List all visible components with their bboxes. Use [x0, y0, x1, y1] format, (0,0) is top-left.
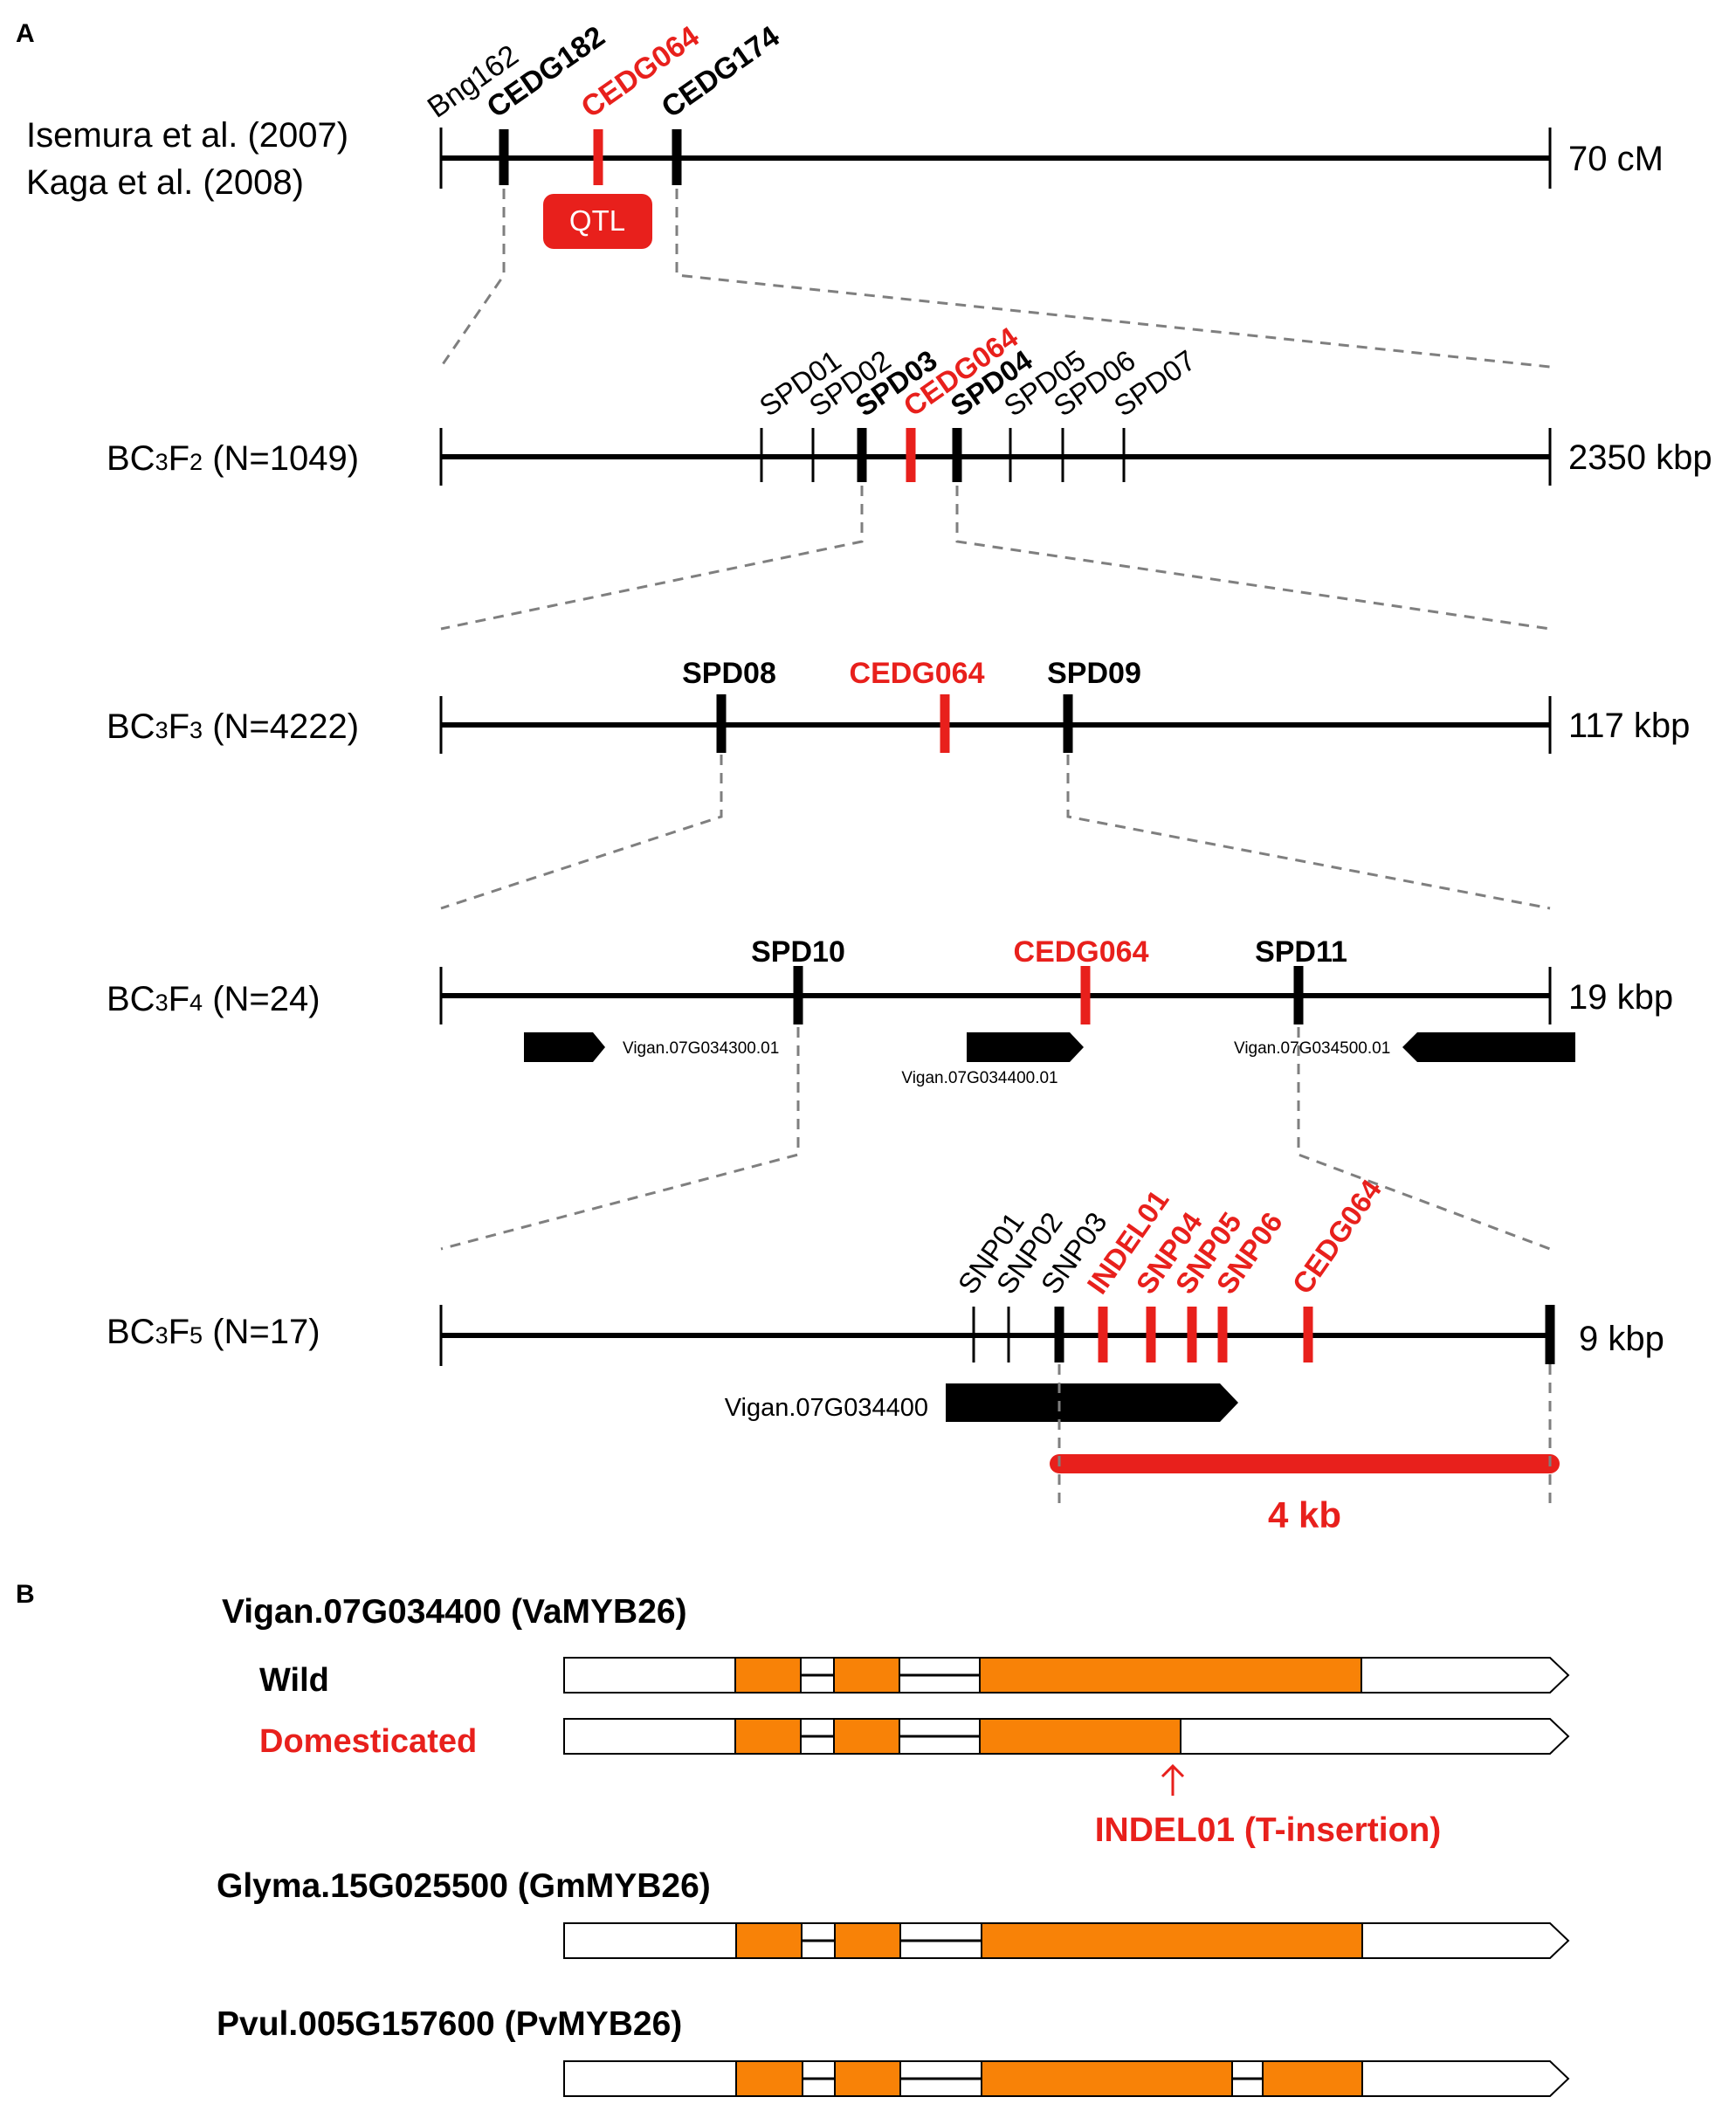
- bc3f4-level: BC3F4 (N=24) 19 kbp SPD10 CEDG064 SPD11 …: [107, 935, 1673, 1087]
- scale-label: 117 kbp: [1568, 707, 1690, 745]
- gene-arrow-vigan-07g034500-01: [1402, 1032, 1575, 1062]
- exon: [979, 1718, 1181, 1755]
- zoom-connector-right-2: [955, 486, 1551, 631]
- exon: [979, 1657, 1362, 1694]
- row-label-wild: Wild: [259, 1662, 329, 1699]
- scale-label: 70 cM: [1568, 140, 1664, 178]
- exon: [735, 1922, 803, 1959]
- exon: [833, 1657, 900, 1694]
- gene-model-gmmyb26: [563, 1922, 1570, 1959]
- exon: [834, 1922, 901, 1959]
- citation-line-2: Kaga et al. (2008): [26, 163, 304, 202]
- genetic-map-level: Isemura et al. (2007) Kaga et al. (2008)…: [26, 19, 1664, 249]
- zoom-connector-left-3: [440, 755, 723, 910]
- population-label: BC3F2 (N=1049): [107, 439, 359, 478]
- marker-label-spd11: SPD11: [1255, 935, 1347, 969]
- zoom-connector-right-1: [675, 189, 1551, 369]
- gene-title-gmmyb26: Glyma.15G025500 (GmMYB26): [217, 1867, 711, 1905]
- zoom-connector-right-4: [1297, 1027, 1551, 1251]
- gene-arrow-vigan-07g034400-01: [967, 1032, 1084, 1062]
- citation-line-1: Isemura et al. (2007): [26, 116, 348, 155]
- marker-label-spd08: SPD08: [682, 657, 776, 690]
- scale-label: 9 kbp: [1579, 1320, 1664, 1358]
- mutation-arrow-head: [1161, 1763, 1185, 1778]
- gene-model-wild: [563, 1657, 1570, 1694]
- marker-label-cedg064: CEDG064: [1014, 935, 1149, 969]
- mutation-arrow: [1161, 1763, 1185, 1796]
- zoom-connector-right-3: [1066, 755, 1551, 910]
- zoom-connector-left-1: [439, 189, 506, 368]
- zoom-connector-left-2: [440, 486, 864, 631]
- bc3f2-level: BC3F2 (N=1049) 2350 kbp SPD01 SPD02 SPD0…: [107, 321, 1712, 486]
- gene-arrow-vigan-07g034300-01: [524, 1032, 605, 1062]
- exon: [834, 2060, 901, 2097]
- bc3f3-level: BC3F3 (N=4222) 117 kbp SPD08 CEDG064 SPD…: [107, 657, 1690, 754]
- panel-label-a: A: [16, 19, 35, 48]
- marker-label-spd09: SPD09: [1047, 657, 1141, 690]
- marker-label-cedg064: CEDG064: [850, 657, 985, 690]
- exon: [1262, 2060, 1363, 2097]
- exon: [734, 1657, 802, 1694]
- gene-arrow-vigan-07g034400: [946, 1383, 1238, 1422]
- gene-model-pvmyb26: [563, 2060, 1570, 2097]
- gene-model-domesticated: [563, 1718, 1570, 1755]
- row-label-domesticated: Domesticated: [259, 1723, 477, 1760]
- marker-label-cedg064: CEDG064: [1285, 1173, 1388, 1300]
- mutation-label: INDEL01 (T-insertion): [1095, 1811, 1442, 1849]
- population-label: BC3F3 (N=4222): [107, 707, 359, 746]
- qtl-box: [543, 194, 652, 249]
- scale-label: 2350 kbp: [1568, 438, 1712, 477]
- bc3f5-level: BC3F5 (N=17) 9 kbp SNP01 SNP02 SNP03 IND…: [107, 1173, 1664, 1535]
- gene-title-vamyb26: Vigan.07G034400 (VaMYB26): [222, 1593, 687, 1631]
- population-label: BC3F4 (N=24): [107, 980, 320, 1018]
- zoom-connector-left-4: [440, 1027, 800, 1251]
- exon: [981, 1922, 1363, 1959]
- exon: [981, 2060, 1233, 2097]
- population-label: BC3F5 (N=17): [107, 1313, 320, 1351]
- gene-label-vigan-07g034300-01: Vigan.07G034300.01: [623, 1039, 779, 1058]
- scale-label: 19 kbp: [1568, 978, 1673, 1017]
- gene-title-pvmyb26: Pvul.005G157600 (PvMYB26): [217, 2005, 682, 2043]
- gene-label-vigan-07g034400-01: Vigan.07G034400.01: [901, 1069, 1057, 1087]
- region-label: 4 kb: [1268, 1494, 1341, 1535]
- gene-label-vigan-07g034400: Vigan.07G034400: [725, 1394, 928, 1422]
- exon: [734, 1718, 802, 1755]
- exon: [833, 1718, 900, 1755]
- exon: [735, 2060, 803, 2097]
- marker-label-spd10: SPD10: [751, 935, 845, 969]
- zoom-connectors: [439, 189, 1552, 1509]
- qtl-label: QTL: [569, 204, 625, 237]
- gene-label-vigan-07g034500-01: Vigan.07G034500.01: [1234, 1039, 1390, 1058]
- panel-label-b: B: [16, 1580, 35, 1609]
